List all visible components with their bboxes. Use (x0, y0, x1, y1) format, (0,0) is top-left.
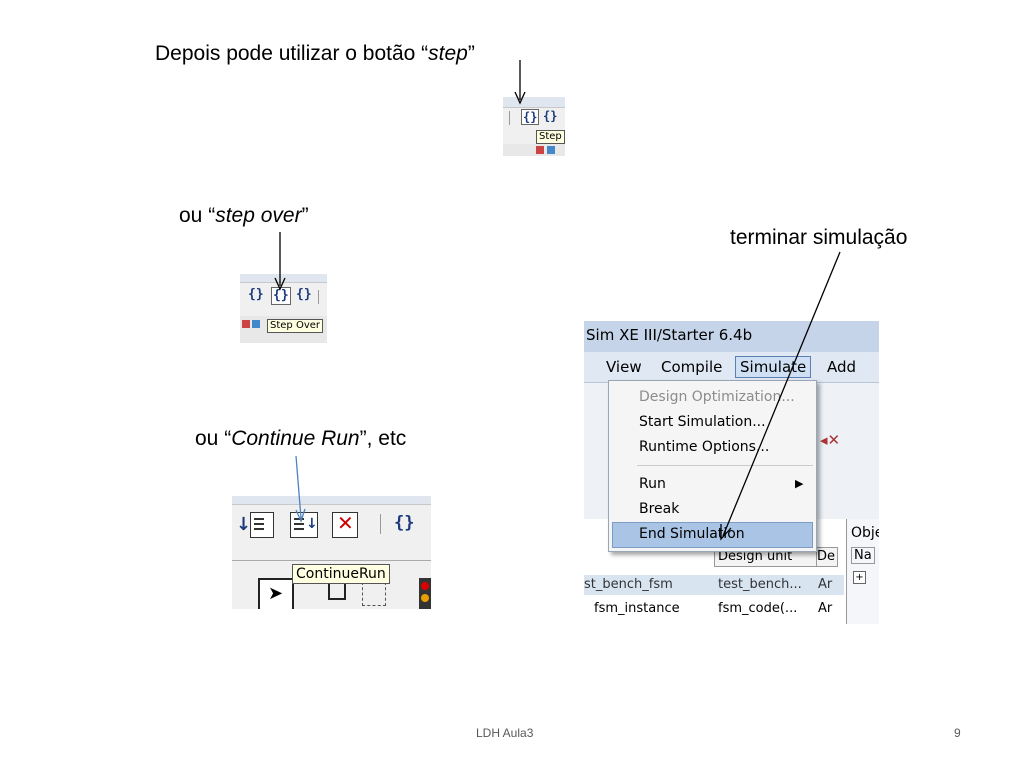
toolbar-separator (509, 111, 510, 125)
toolbar-strip (232, 496, 431, 505)
row-design-unit: fsm_code(... (718, 601, 798, 616)
toolbar-color-icon (536, 146, 544, 154)
submenu-arrow-icon: ▶ (795, 477, 804, 490)
row-design: Ar (818, 577, 833, 592)
step-out-icon[interactable]: {} (296, 287, 312, 302)
step-over-toolbar-screenshot: {} {} {} Step Over (240, 274, 327, 343)
menu-bar: View Compile Simulate Add (584, 352, 879, 383)
objects-pane-title: Obje (851, 525, 879, 541)
step-over-icon[interactable]: {} (543, 109, 558, 123)
toolbar-strip (503, 97, 565, 108)
toolbar-row-2 (503, 144, 565, 156)
menu-compile[interactable]: Compile (661, 358, 723, 376)
window-title: Sim XE III/Starter 6.4b (586, 326, 753, 344)
menu-view[interactable]: View (606, 358, 642, 376)
step-tooltip: Step (536, 130, 565, 144)
toolbar-nav-icon[interactable]: ◂✕ (820, 431, 841, 449)
step-over-tooltip: Step Over (267, 319, 323, 333)
caption-continue-run: ou “Continue Run”, etc (195, 427, 406, 451)
row-design-unit: test_bench... (718, 577, 802, 592)
footer-title: LDH Aula3 (476, 726, 534, 740)
step-toolbar-screenshot: {} {} Step (503, 97, 565, 156)
simulate-dropdown-menu: Design Optimization... Start Simulation.… (608, 380, 817, 552)
toolbar-separator (318, 290, 319, 304)
caption-continue-suffix: ”, etc (359, 427, 407, 450)
toolbar-divider (232, 560, 431, 561)
row-instance: fsm_instance (594, 601, 680, 616)
caption-end-simulation: terminar simulação (730, 226, 908, 249)
window-title-bar: Sim XE III/Starter 6.4b (584, 321, 879, 352)
menu-item-start-simulation[interactable]: Start Simulation... (639, 414, 766, 430)
toolbar-color-icon (242, 320, 250, 328)
table-header-design-unit[interactable]: Design unit (714, 547, 819, 567)
step-icon[interactable]: {} (248, 287, 264, 302)
caption-continue-prefix: ou “ (195, 427, 232, 450)
continue-run-toolbar-screenshot: ↓ ↓ ✕ {} ➤ ContinueRun (232, 496, 431, 609)
select-tool-icon[interactable]: ➤ (258, 578, 294, 609)
menu-item-break[interactable]: Break (639, 501, 680, 517)
row-instance: st_bench_fsm (584, 577, 673, 592)
objects-pane: Obje Na + (846, 519, 879, 624)
caption-step-suffix: ” (467, 42, 475, 65)
break-icon[interactable]: ✕ (332, 511, 358, 538)
toolbar-strip (240, 274, 327, 283)
caption-continue-italic: Continue Run (231, 427, 360, 450)
menu-item-runtime-options[interactable]: Runtime Options... (639, 439, 770, 455)
continue-run-icon[interactable]: ↓ (290, 512, 318, 538)
step-icon[interactable]: {} (521, 109, 540, 125)
table-row[interactable]: st_bench_fsm test_bench... Ar (584, 575, 844, 595)
toolbar-color-icon (252, 320, 260, 328)
objects-name-header[interactable]: Na (851, 547, 875, 564)
step-icon[interactable]: {} (394, 513, 415, 533)
menu-item-design-optimization[interactable]: Design Optimization... (639, 389, 795, 405)
zoom-box-icon[interactable] (328, 582, 346, 600)
menu-item-end-simulation[interactable]: End Simulation (639, 526, 745, 542)
expand-icon[interactable]: + (853, 571, 866, 584)
toolbar-color-icon (547, 146, 555, 154)
menu-separator (637, 465, 813, 466)
caption-step-over-suffix: ” (301, 204, 309, 227)
step-over-icon[interactable]: {} (271, 287, 291, 305)
row-design: Ar (818, 601, 833, 616)
caption-step-over: ou “step over” (179, 204, 309, 228)
table-row[interactable]: fsm_instance fsm_code(... Ar (584, 599, 844, 619)
continue-run-tooltip: ContinueRun (292, 564, 390, 584)
caption-step-over-italic: step over (215, 204, 302, 227)
run-icon[interactable] (250, 512, 274, 538)
caption-step: Depois pode utilizar o botão “step” (155, 42, 475, 66)
menu-item-run[interactable]: Run (639, 476, 666, 492)
run-down-icon[interactable]: ↓ (236, 514, 252, 535)
table-header-design[interactable]: De (816, 547, 838, 567)
toolbar-separator (380, 514, 381, 534)
caption-step-over-prefix: ou “ (179, 204, 216, 227)
traffic-light-icon (419, 578, 431, 609)
caption-step-prefix: Depois pode utilizar o botão “ (155, 42, 429, 65)
simulator-screenshot: Sim XE III/Starter 6.4b View Compile Sim… (584, 321, 879, 624)
menu-simulate[interactable]: Simulate (735, 356, 812, 378)
region-icon[interactable] (362, 582, 386, 606)
caption-step-italic: step (428, 42, 468, 65)
page-number: 9 (954, 726, 961, 740)
menu-add[interactable]: Add (827, 358, 857, 376)
